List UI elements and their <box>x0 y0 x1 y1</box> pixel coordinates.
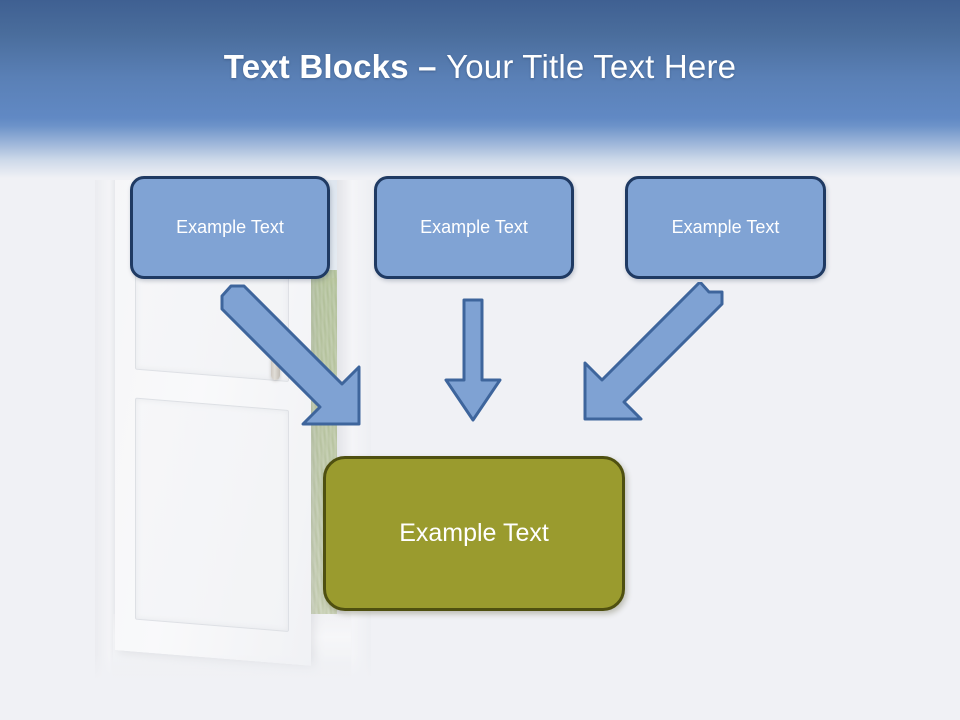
photo-fade-bottom <box>95 654 371 680</box>
text-block-3[interactable]: Example Text <box>625 176 826 279</box>
diagonal-down-left-arrow <box>583 282 724 421</box>
text-block-3-label: Example Text <box>671 217 780 237</box>
page-title-strong: Text Blocks – <box>223 48 447 85</box>
diagonal-down-right-arrow <box>220 284 361 426</box>
page-title: Text Blocks – Your Title Text Here <box>0 48 960 86</box>
page-title-rest: Your Title Text Here <box>446 48 737 85</box>
straight-down-arrow <box>444 298 502 422</box>
slide-header-band <box>0 0 960 180</box>
text-block-2-label: Example Text <box>420 217 528 237</box>
text-block-1-label: Example Text <box>176 217 284 237</box>
result-text-block[interactable]: Example Text <box>323 456 625 611</box>
text-block-1[interactable]: Example Text <box>130 176 330 279</box>
door-panel-lower <box>135 397 289 632</box>
result-text-block-label: Example Text <box>399 519 549 547</box>
text-block-2[interactable]: Example Text <box>374 176 574 279</box>
